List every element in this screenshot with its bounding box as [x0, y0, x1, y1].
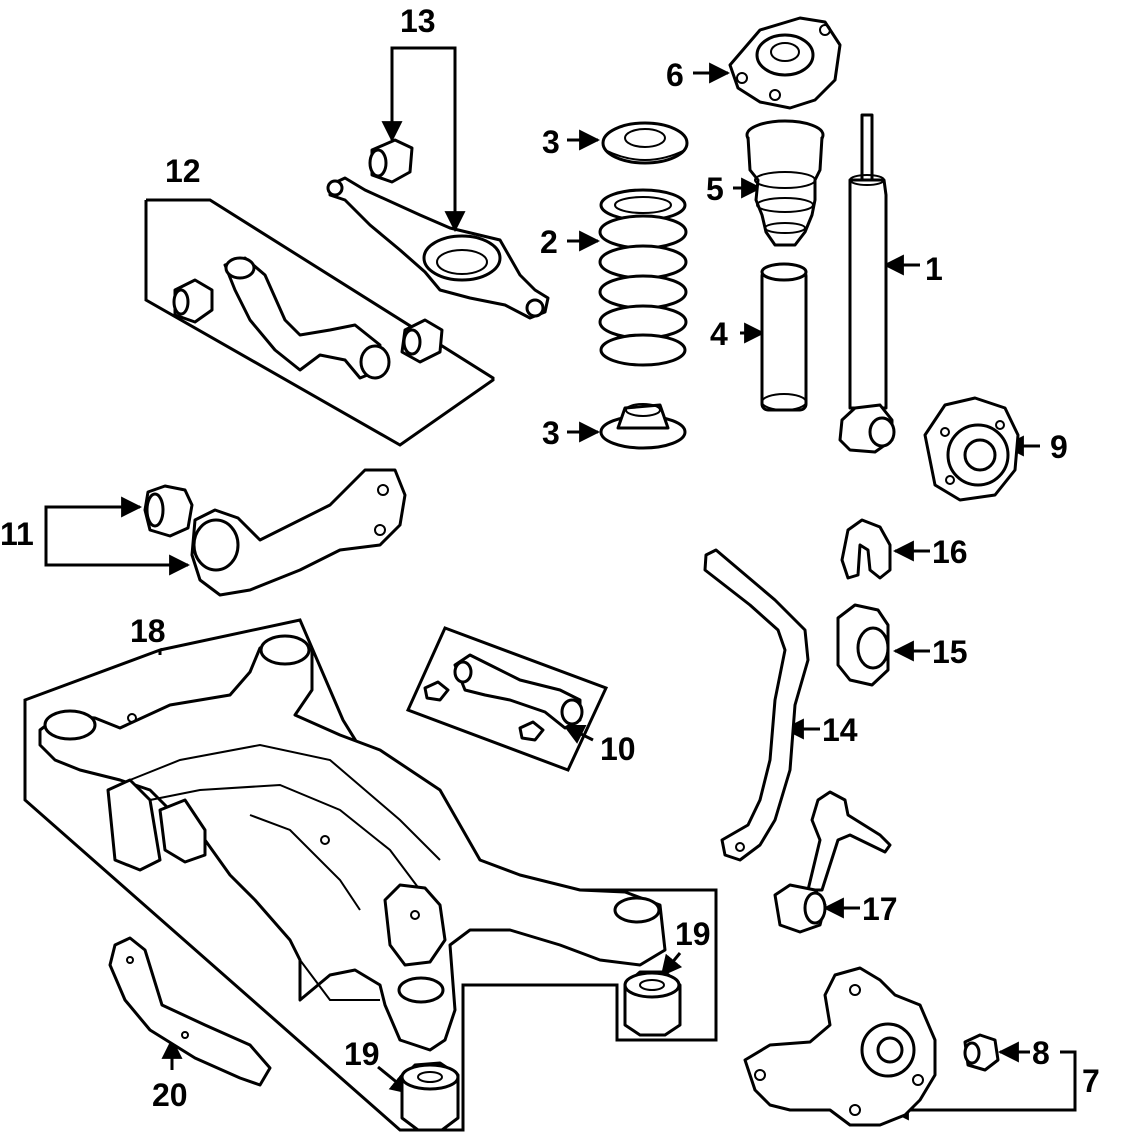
- part-20-bracket[interactable]: [108, 936, 272, 1087]
- part-16-bushing-clamp[interactable]: [840, 518, 930, 580]
- part-8-bushing[interactable]: [963, 1033, 1030, 1072]
- callout-2: 2: [540, 224, 558, 260]
- callout-17: 17: [862, 891, 898, 927]
- callout-19-bottom: 19: [344, 1036, 380, 1072]
- callout-10: 10: [600, 731, 636, 767]
- callout-5: 5: [706, 171, 724, 207]
- part-19-bushing-right[interactable]: [623, 952, 683, 1037]
- part-2-coil-spring[interactable]: [567, 188, 688, 367]
- callout-8: 8: [1032, 1035, 1050, 1071]
- callout-3-lower: 3: [542, 415, 560, 451]
- part-4-dust-boot[interactable]: [740, 262, 808, 412]
- callout-1: 1: [925, 251, 943, 287]
- part-5-bump-stop[interactable]: [733, 119, 825, 247]
- part-19-bushing-bottom[interactable]: [377, 1061, 460, 1132]
- part-18-subframe[interactable]: [23, 618, 718, 1132]
- callout-4: 4: [710, 316, 728, 352]
- callout-14: 14: [822, 712, 858, 748]
- part-12-link-arm[interactable]: [144, 198, 495, 447]
- part-6-strut-mount[interactable]: [693, 16, 842, 110]
- part-13-control-arm[interactable]: [326, 138, 550, 320]
- callout-9: 9: [1050, 429, 1068, 465]
- callout-11: 11: [0, 516, 34, 552]
- callout-19-right: 19: [675, 916, 711, 952]
- callout-18: 18: [130, 613, 166, 649]
- part-10-link-assembly[interactable]: [405, 626, 609, 772]
- part-14-stabilizer-bar[interactable]: [703, 548, 820, 862]
- callout-13-leader: [381, 46, 466, 233]
- part-9-wheel-hub[interactable]: [923, 396, 1040, 502]
- callout-15: 15: [932, 634, 968, 670]
- part-7-knuckle[interactable]: [743, 966, 1077, 1127]
- callout-16: 16: [932, 534, 968, 570]
- callout-6: 6: [666, 57, 684, 93]
- callout-3-upper: 3: [542, 124, 560, 160]
- part-17-stabilizer-link[interactable]: [773, 790, 892, 934]
- callout-12: 12: [165, 153, 201, 189]
- callout-13: 13: [400, 3, 436, 39]
- part-3-upper-spring-seat[interactable]: [567, 121, 689, 165]
- callout-7: 7: [1082, 1063, 1100, 1099]
- callout-20: 20: [152, 1077, 188, 1113]
- part-15-stabilizer-bushing[interactable]: [836, 603, 930, 687]
- part-1-shock-absorber[interactable]: [838, 113, 920, 454]
- part-3-lower-spring-seat[interactable]: [567, 403, 687, 450]
- part-11-trailing-arm[interactable]: [44, 468, 407, 597]
